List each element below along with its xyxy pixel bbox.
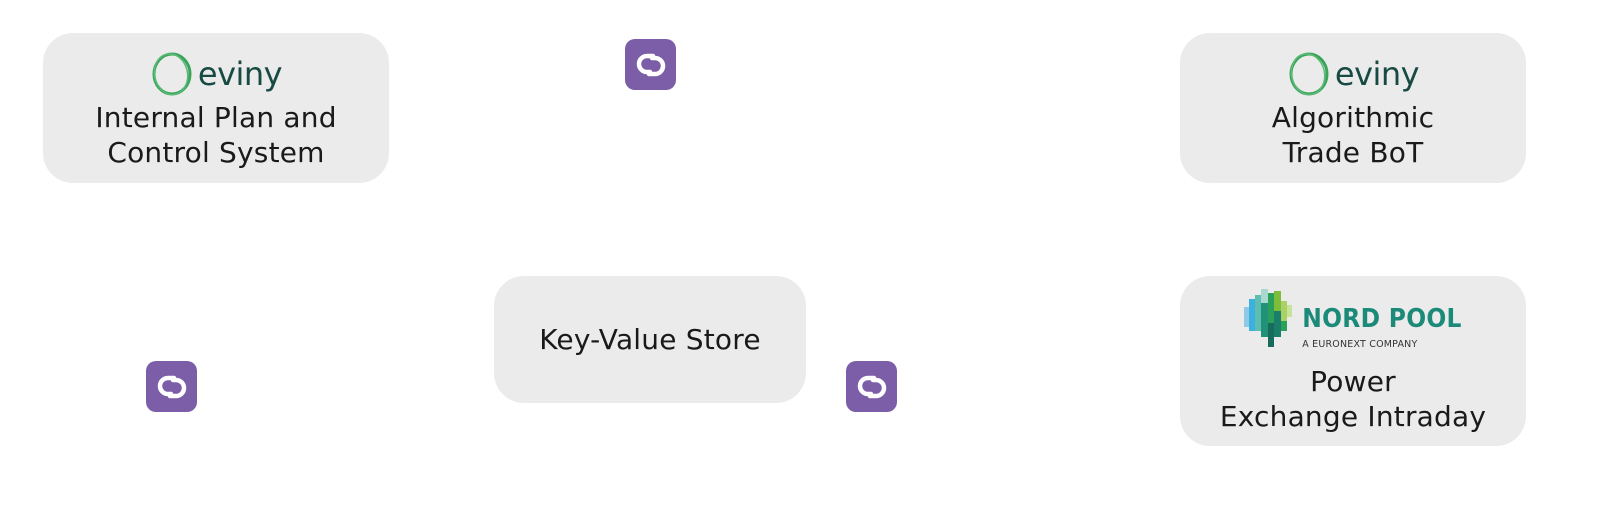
eviny-wordmark: eviny <box>1334 55 1420 93</box>
node-label: Key-Value Store <box>539 323 761 356</box>
node-label: Internal Plan and Control System <box>95 101 337 169</box>
link-badge-top[interactable] <box>625 39 676 90</box>
node-label: Algorithmic Trade BoT <box>1271 101 1435 169</box>
eviny-ring-icon <box>1289 52 1329 96</box>
eviny-logo: eviny <box>1287 50 1420 98</box>
nordpool-logo: NORD POOL A EURONEXT COMPANY <box>1244 288 1462 350</box>
nordpool-wordmark: NORD POOL <box>1302 303 1462 334</box>
nordpool-bars-icon <box>1244 288 1293 347</box>
link-icon <box>636 53 665 76</box>
node-kv-store[interactable]: Key-Value Store <box>494 276 806 403</box>
node-algo-trade[interactable]: eviny Algorithmic Trade BoT <box>1180 33 1526 183</box>
eviny-wordmark: eviny <box>197 55 283 93</box>
eviny-ring-icon <box>152 52 192 96</box>
link-badge-left[interactable] <box>146 361 197 412</box>
eviny-logo: eviny <box>150 50 283 98</box>
link-badge-right[interactable] <box>846 361 897 412</box>
node-label: Power Exchange Intraday <box>1219 364 1487 433</box>
nordpool-tagline: A EURONEXT COMPANY <box>1302 338 1418 350</box>
link-icon <box>857 375 886 398</box>
node-internal-plan[interactable]: eviny Internal Plan and Control System <box>43 33 389 183</box>
node-power-exchange[interactable]: NORD POOL A EURONEXT COMPANY Power Excha… <box>1180 276 1526 446</box>
link-icon <box>157 375 186 398</box>
